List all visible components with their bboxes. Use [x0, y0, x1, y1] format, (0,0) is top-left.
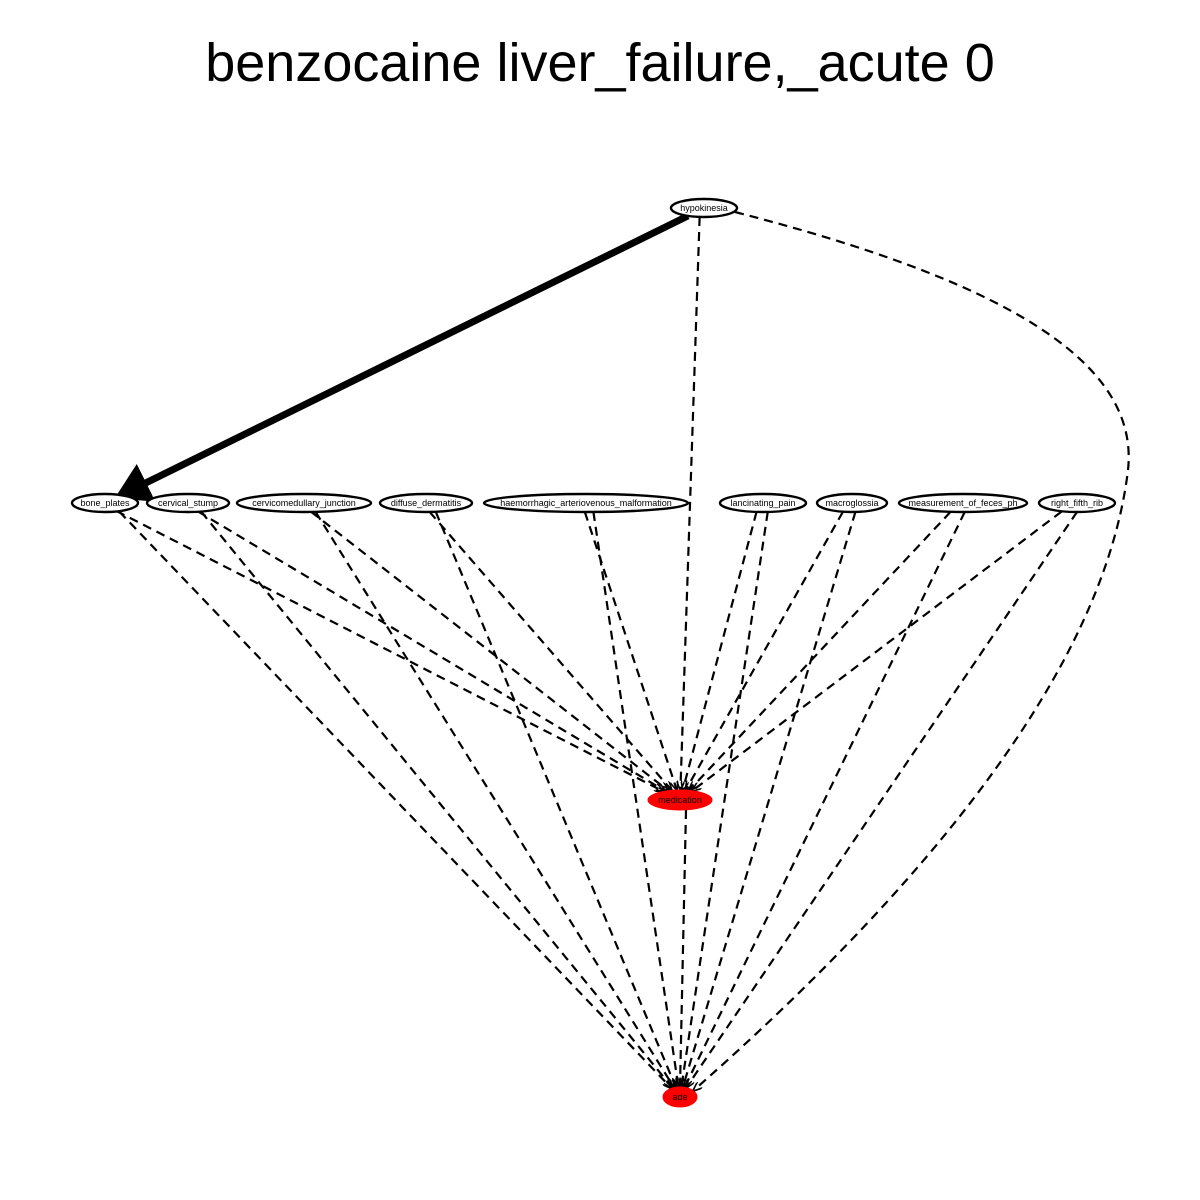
edge-right_fifth_rib-to-medication — [692, 510, 1063, 791]
node-label-hypokinesia: hypokinesia — [680, 203, 728, 213]
node-shape-haemorrhagic_arteriovenous_malformation — [482, 492, 690, 514]
node-shape-medication — [647, 789, 713, 811]
node-shape-hypokinesia — [669, 197, 739, 219]
diagram-title: benzocaine liver_failure,_acute 0 — [205, 33, 995, 93]
node-cervical_stump: cervical_stump — [145, 492, 231, 514]
edge-measurement_of_feces_ph-to-medication — [689, 511, 952, 790]
node-shape-cervicomedullary_junction — [235, 492, 373, 514]
node-shape-measurement_of_feces_ph — [897, 492, 1029, 514]
node-label-lancinating_pain: lancinating_pain — [730, 498, 795, 508]
node-label-medication: medication — [658, 795, 702, 805]
node-shape-macroglossia — [815, 492, 889, 514]
edge-cervical_stump-to-ade — [200, 511, 672, 1088]
edge-macroglossia-to-medication — [686, 511, 844, 790]
edge-haemorrhagic_arteriovenous_malformation-to-medication — [583, 511, 677, 790]
edge-bone_plates-to-medication — [115, 509, 663, 791]
node-haemorrhagic_arteriovenous_malformation: haemorrhagic_arteriovenous_malformation — [482, 492, 690, 514]
edges-layer — [114, 210, 1130, 1091]
node-label-cervicomedullary_junction: cervicomedullary_junction — [252, 498, 356, 508]
node-cervicomedullary_junction: cervicomedullary_junction — [235, 492, 373, 514]
node-shape-right_fifth_rib — [1037, 492, 1117, 514]
edge-macroglossia-to-ade — [683, 511, 857, 1087]
edge-cervical_stump-to-medication — [197, 510, 665, 791]
node-label-right_fifth_rib: right_fifth_rib — [1051, 498, 1103, 508]
node-ade: ade — [662, 1086, 698, 1108]
node-shape-cervical_stump — [145, 492, 231, 514]
edge-cervicomedullary_junction-to-medication — [310, 511, 668, 791]
node-label-cervical_stump: cervical_stump — [158, 498, 218, 508]
node-shape-ade — [662, 1086, 698, 1108]
node-label-ade: ade — [672, 1092, 687, 1102]
node-shape-diffuse_dermatitis — [378, 492, 474, 514]
edge-diffuse_dermatitis-to-medication — [428, 511, 672, 790]
edge-measurement_of_feces_ph-to-ade — [685, 511, 966, 1087]
node-diffuse_dermatitis: diffuse_dermatitis — [378, 492, 474, 514]
nodes-layer: hypokinesia bone_plates cervical_stump cerv… — [70, 197, 1117, 1108]
node-label-bone_plates: bone_plates — [80, 498, 130, 508]
edge-hypokinesia-to-bone_plates — [114, 212, 690, 502]
node-shape-bone_plates — [70, 492, 140, 514]
edge-cervicomedullary_junction-to-ade — [314, 511, 674, 1088]
edge-lancinating_pain-to-medication — [683, 511, 758, 790]
edge-diffuse_dermatitis-to-ade — [434, 511, 676, 1087]
node-right_fifth_rib: right_fifth_rib — [1037, 492, 1117, 514]
node-label-measurement_of_feces_ph: measurement_of_feces_ph — [908, 498, 1017, 508]
node-macroglossia: macroglossia — [815, 492, 889, 514]
node-label-diffuse_dermatitis: diffuse_dermatitis — [391, 498, 462, 508]
edge-haemorrhagic_arteriovenous_malformation-to-ade — [592, 511, 678, 1087]
edge-hypokinesia-to-medication — [680, 216, 701, 790]
node-hypokinesia: hypokinesia — [669, 197, 739, 219]
edge-hypokinesia-to-ade — [693, 210, 1130, 1091]
node-medication: medication — [647, 789, 713, 811]
node-lancinating_pain: lancinating_pain — [718, 492, 808, 514]
edge-medication-to-ade — [680, 809, 688, 1087]
edge-right_fifth_rib-to-ade — [686, 511, 1078, 1088]
node-shape-lancinating_pain — [718, 492, 808, 514]
edge-lancinating_pain-to-ade — [681, 511, 769, 1087]
node-label-haemorrhagic_arteriovenous_malformation: haemorrhagic_arteriovenous_malformation — [500, 498, 672, 508]
edge-bone_plates-to-ade — [118, 510, 671, 1089]
node-measurement_of_feces_ph: measurement_of_feces_ph — [897, 492, 1029, 514]
node-label-macroglossia: macroglossia — [825, 498, 878, 508]
node-bone_plates: bone_plates — [70, 492, 140, 514]
